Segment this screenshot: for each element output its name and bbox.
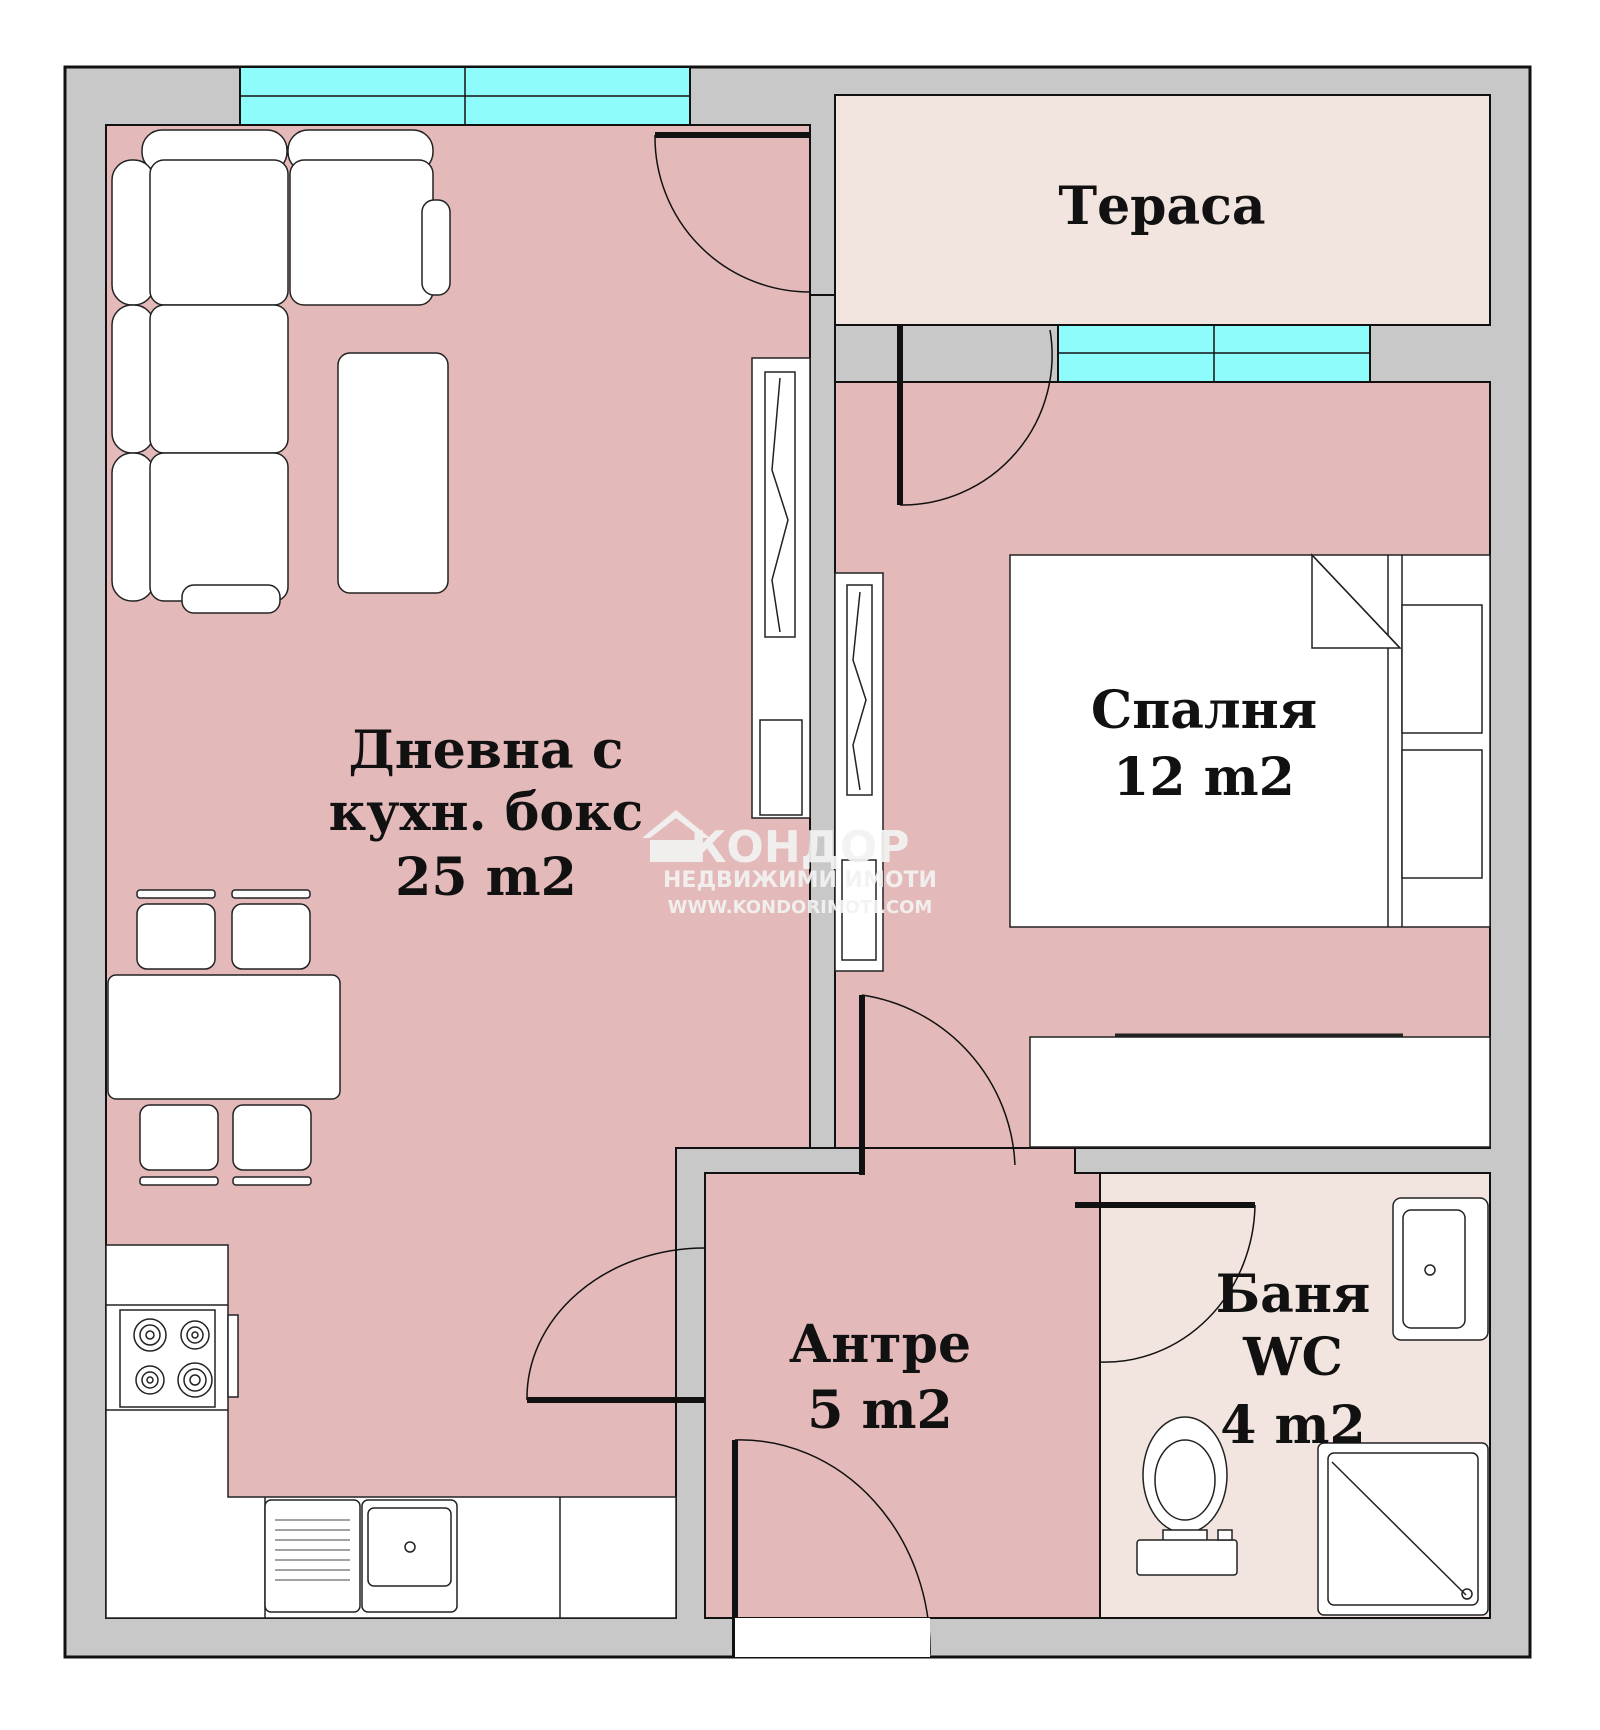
label-bath-area: 4 m2 (1220, 1395, 1366, 1456)
kitchen-counter (105, 1244, 677, 1619)
label-bath-wc: WC (1242, 1327, 1343, 1388)
label-hall-area: 5 m2 (807, 1380, 953, 1441)
shower-tray (1317, 1442, 1489, 1616)
label-terrace: Тераса (1058, 176, 1265, 237)
watermark-brand: КОНДОР (690, 822, 909, 873)
bed (1009, 553, 1491, 928)
label-living-area: 25 m2 (395, 847, 577, 908)
door-bedroom-terrace (897, 325, 1053, 506)
bath-sink (1392, 1197, 1489, 1341)
wardrobe-living (751, 357, 811, 819)
house-icon (642, 810, 710, 862)
label-bedroom: Спалня (1091, 680, 1317, 741)
door-living-hall (526, 1247, 706, 1403)
cooktop (119, 1309, 216, 1408)
toilet (1136, 1416, 1238, 1576)
door-living-terrace (654, 132, 811, 293)
dining-set (107, 889, 341, 1186)
watermark-url: WWW.KONDORIMOTI.COM (668, 897, 933, 918)
label-hall: Антре (789, 1314, 971, 1375)
wardrobe-bedroom (834, 572, 884, 972)
door-entrance (732, 1439, 931, 1657)
watermark: КОНДОР НЕДВИЖИМИ ИМОТИ WWW.KONDORIMOTI.C… (642, 810, 937, 918)
label-living-line2: кухн. бокс (329, 782, 644, 843)
window-bedroom (1057, 324, 1371, 383)
partition-wall (809, 294, 836, 1149)
label-bath: Баня (1216, 1264, 1371, 1325)
watermark-tagline: НЕДВИЖИМИ ИМОТИ (663, 868, 937, 893)
drainboard-lines (275, 1519, 350, 1581)
terrace-floor (834, 94, 1491, 326)
window-living (239, 66, 691, 126)
wardrobe-bedroom-bottom (1029, 1033, 1491, 1148)
label-living-line1: Дневна с (348, 720, 623, 781)
label-bedroom-area: 12 m2 (1113, 747, 1295, 808)
sofa (111, 129, 451, 614)
door-bathroom (1075, 1202, 1256, 1363)
door-bedroom-hall (859, 994, 1016, 1175)
